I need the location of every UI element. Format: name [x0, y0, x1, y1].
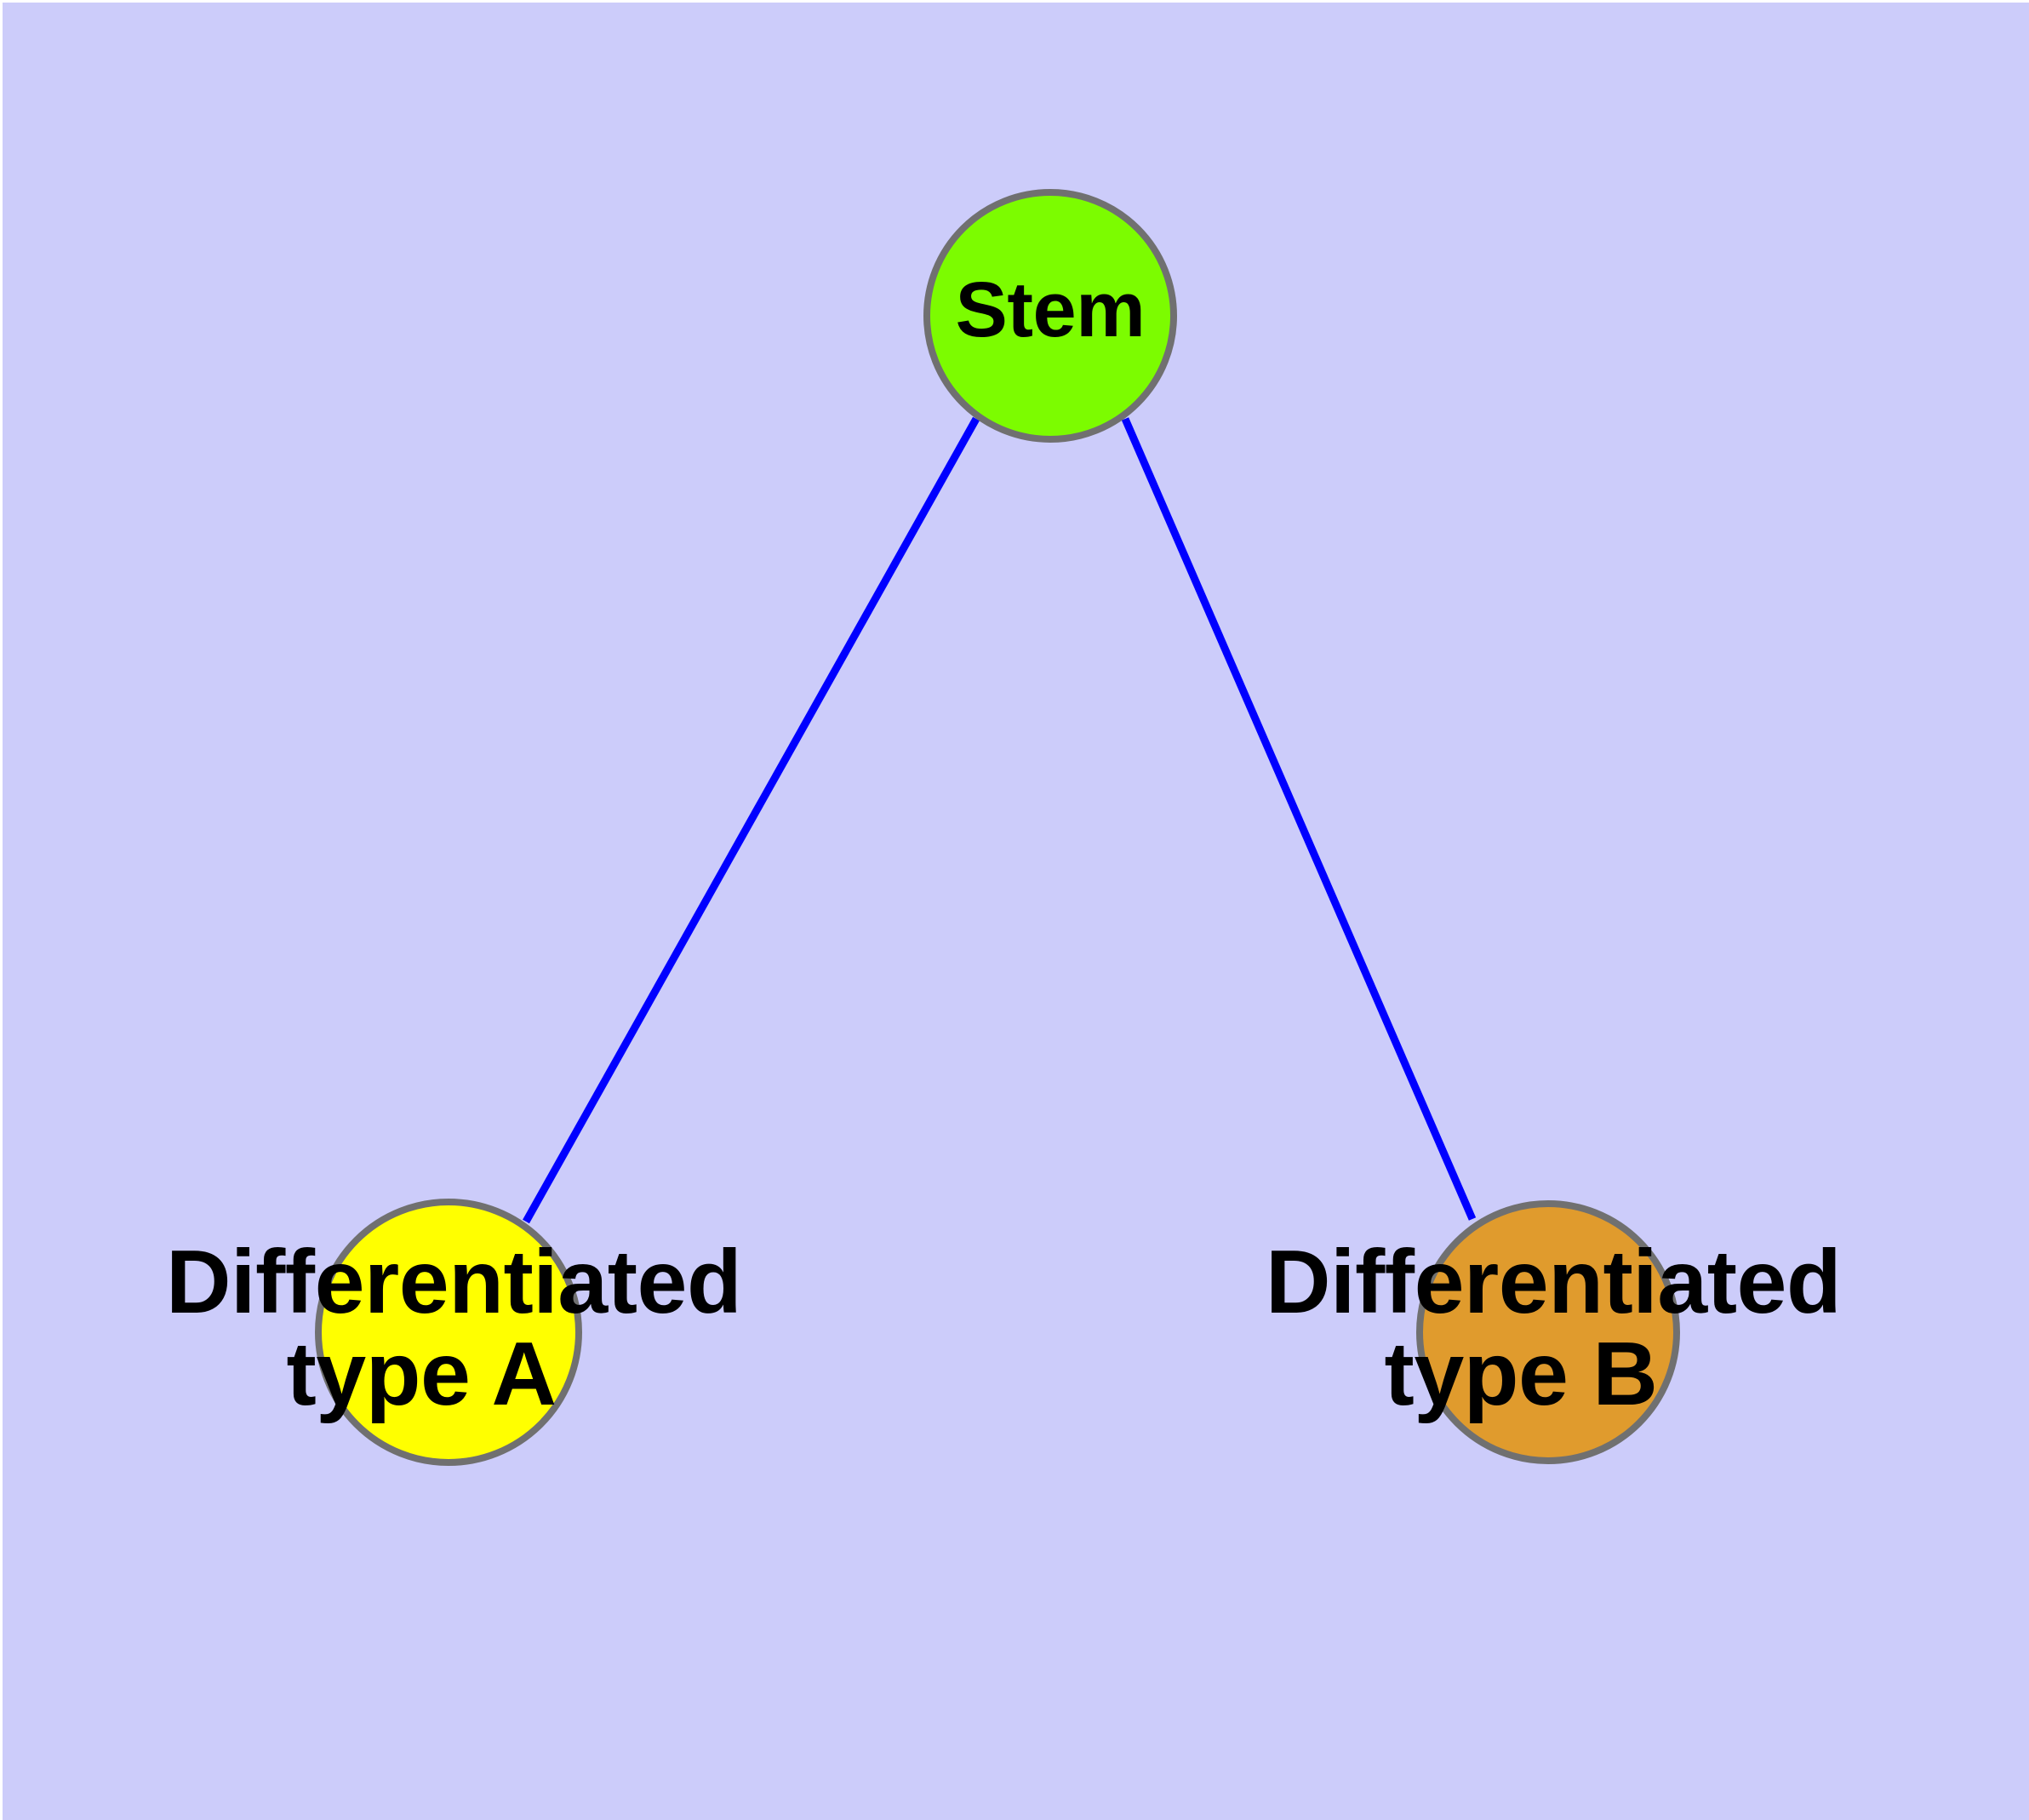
node-layer: [315, 189, 1680, 1466]
edge-layer: [523, 416, 1477, 1224]
edge-stem-to-differentiated-type-a: [523, 416, 980, 1224]
node-stem[interactable]: [923, 189, 1177, 443]
node-differentiated-type-a[interactable]: [315, 1199, 582, 1466]
edge-stem-to-differentiated-type-b: [1121, 417, 1477, 1221]
node-differentiated-type-b[interactable]: [1416, 1200, 1680, 1464]
